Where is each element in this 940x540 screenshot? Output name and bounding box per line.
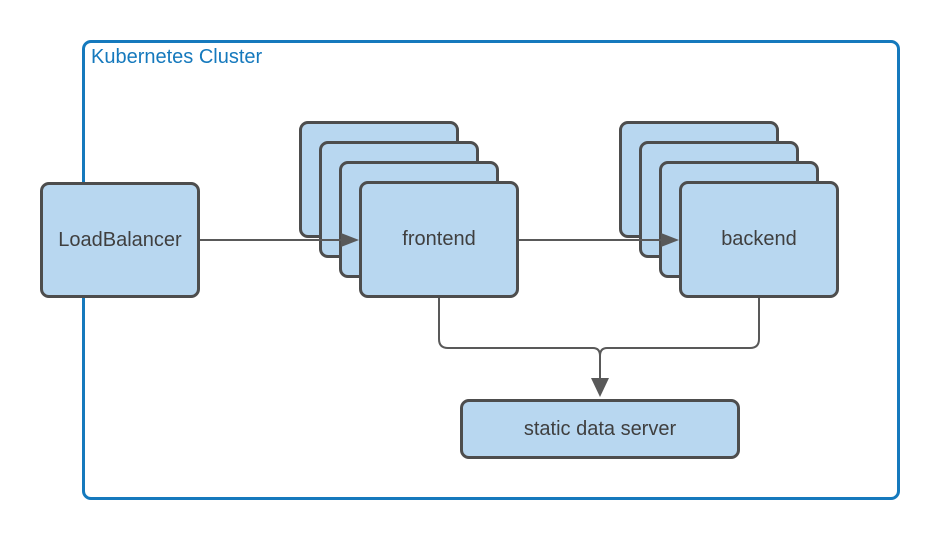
cluster-title: Kubernetes Cluster [91, 46, 263, 68]
node-backend[interactable]: backend [679, 181, 839, 298]
node-frontend[interactable]: frontend [359, 181, 519, 298]
node-loadbalancer[interactable]: LoadBalancer [40, 182, 200, 298]
loadbalancer-label: LoadBalancer [58, 228, 182, 251]
frontend-label: frontend [402, 228, 476, 250]
node-static-data-server[interactable]: static data server [460, 399, 740, 459]
static-data-server-label: static data server [523, 417, 677, 440]
backend-label: backend [721, 228, 797, 250]
